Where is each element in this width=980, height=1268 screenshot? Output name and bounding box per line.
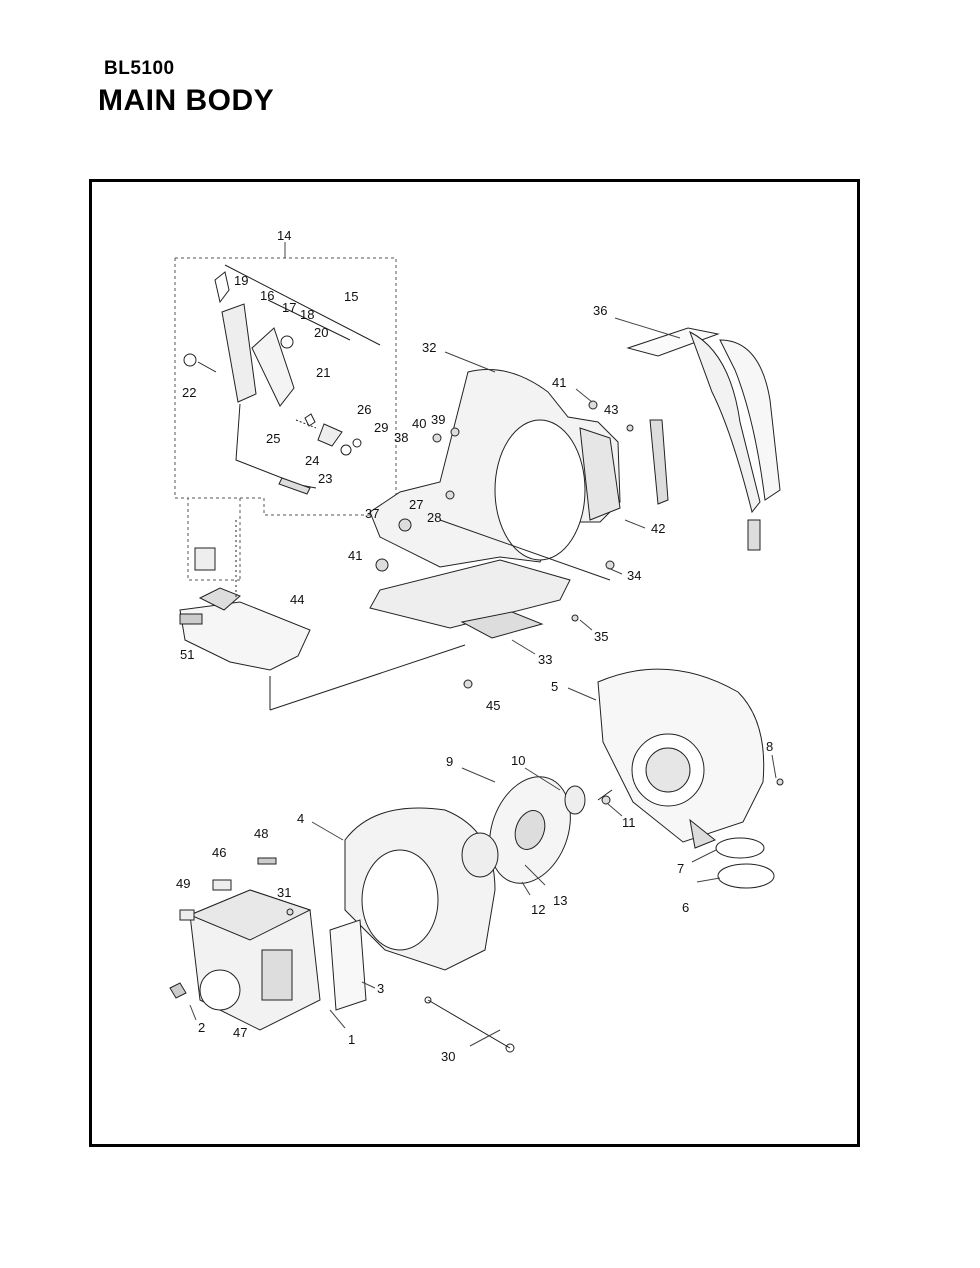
callout-17: 17 xyxy=(282,300,296,315)
fan-housing-cover xyxy=(597,668,765,849)
callout-44: 44 xyxy=(290,592,304,607)
callout-11: 11 xyxy=(622,815,636,830)
callout-42: 42 xyxy=(651,521,665,536)
fan-case xyxy=(344,807,499,971)
callout-51: 51 xyxy=(180,647,194,662)
seal-rings xyxy=(715,837,775,889)
callout-45: 45 xyxy=(486,698,500,713)
fuel-tank xyxy=(179,520,466,711)
callout-5: 5 xyxy=(551,679,558,694)
callout-13: 13 xyxy=(553,893,567,908)
callout-23: 23 xyxy=(318,471,332,486)
shoulder-harness xyxy=(626,327,781,551)
impeller xyxy=(489,776,613,884)
callout-18: 18 xyxy=(300,307,314,322)
callout-41b: 41 xyxy=(348,548,362,563)
leader-lines xyxy=(189,242,777,1047)
diagram-frame xyxy=(89,179,860,1147)
back-frame xyxy=(369,369,621,639)
callout-35: 35 xyxy=(594,629,608,644)
callout-30: 30 xyxy=(441,1049,455,1064)
callout-46: 46 xyxy=(212,845,226,860)
callout-49: 49 xyxy=(176,876,190,891)
callout-14: 14 xyxy=(277,228,291,243)
callout-43: 43 xyxy=(604,402,618,417)
callout-41a: 41 xyxy=(552,375,566,390)
callout-1: 1 xyxy=(348,1032,355,1047)
callout-19: 19 xyxy=(234,273,248,288)
part-callouts: 14 19 16 17 15 18 20 21 22 25 26 29 38 2… xyxy=(176,228,773,1064)
callout-47: 47 xyxy=(233,1025,247,1040)
callout-22: 22 xyxy=(182,385,196,400)
callout-31: 31 xyxy=(277,885,291,900)
callout-38: 38 xyxy=(394,430,408,445)
callout-39: 39 xyxy=(431,412,445,427)
callout-4: 4 xyxy=(297,811,304,826)
callout-6: 6 xyxy=(682,900,689,915)
callout-12: 12 xyxy=(531,902,545,917)
callout-8: 8 xyxy=(766,739,773,754)
model-number: BL5100 xyxy=(104,58,175,79)
callout-9: 9 xyxy=(446,754,453,769)
callout-29: 29 xyxy=(374,420,388,435)
engine xyxy=(169,857,367,1031)
callout-40: 40 xyxy=(412,416,426,431)
stop-wire xyxy=(424,996,515,1053)
callout-3: 3 xyxy=(377,981,384,996)
throttle-lever-parts xyxy=(183,264,381,495)
callout-21: 21 xyxy=(316,365,330,380)
callout-48: 48 xyxy=(254,826,268,841)
callout-33: 33 xyxy=(538,652,552,667)
callout-27: 27 xyxy=(409,497,423,512)
callout-7: 7 xyxy=(677,861,684,876)
callout-20: 20 xyxy=(314,325,328,340)
fasteners xyxy=(286,400,784,916)
page-title: MAIN BODY xyxy=(98,84,275,117)
callout-16: 16 xyxy=(260,288,274,303)
callout-10: 10 xyxy=(511,753,525,768)
callout-24: 24 xyxy=(305,453,319,468)
throttle-assembly-box xyxy=(174,257,397,581)
callout-15: 15 xyxy=(344,289,358,304)
callout-28: 28 xyxy=(427,510,441,525)
callout-32: 32 xyxy=(422,340,436,355)
callout-37: 37 xyxy=(365,506,379,521)
callout-25: 25 xyxy=(266,431,280,446)
callout-34: 34 xyxy=(627,568,641,583)
callout-36: 36 xyxy=(593,303,607,318)
callout-26: 26 xyxy=(357,402,371,417)
callout-2: 2 xyxy=(198,1020,205,1035)
